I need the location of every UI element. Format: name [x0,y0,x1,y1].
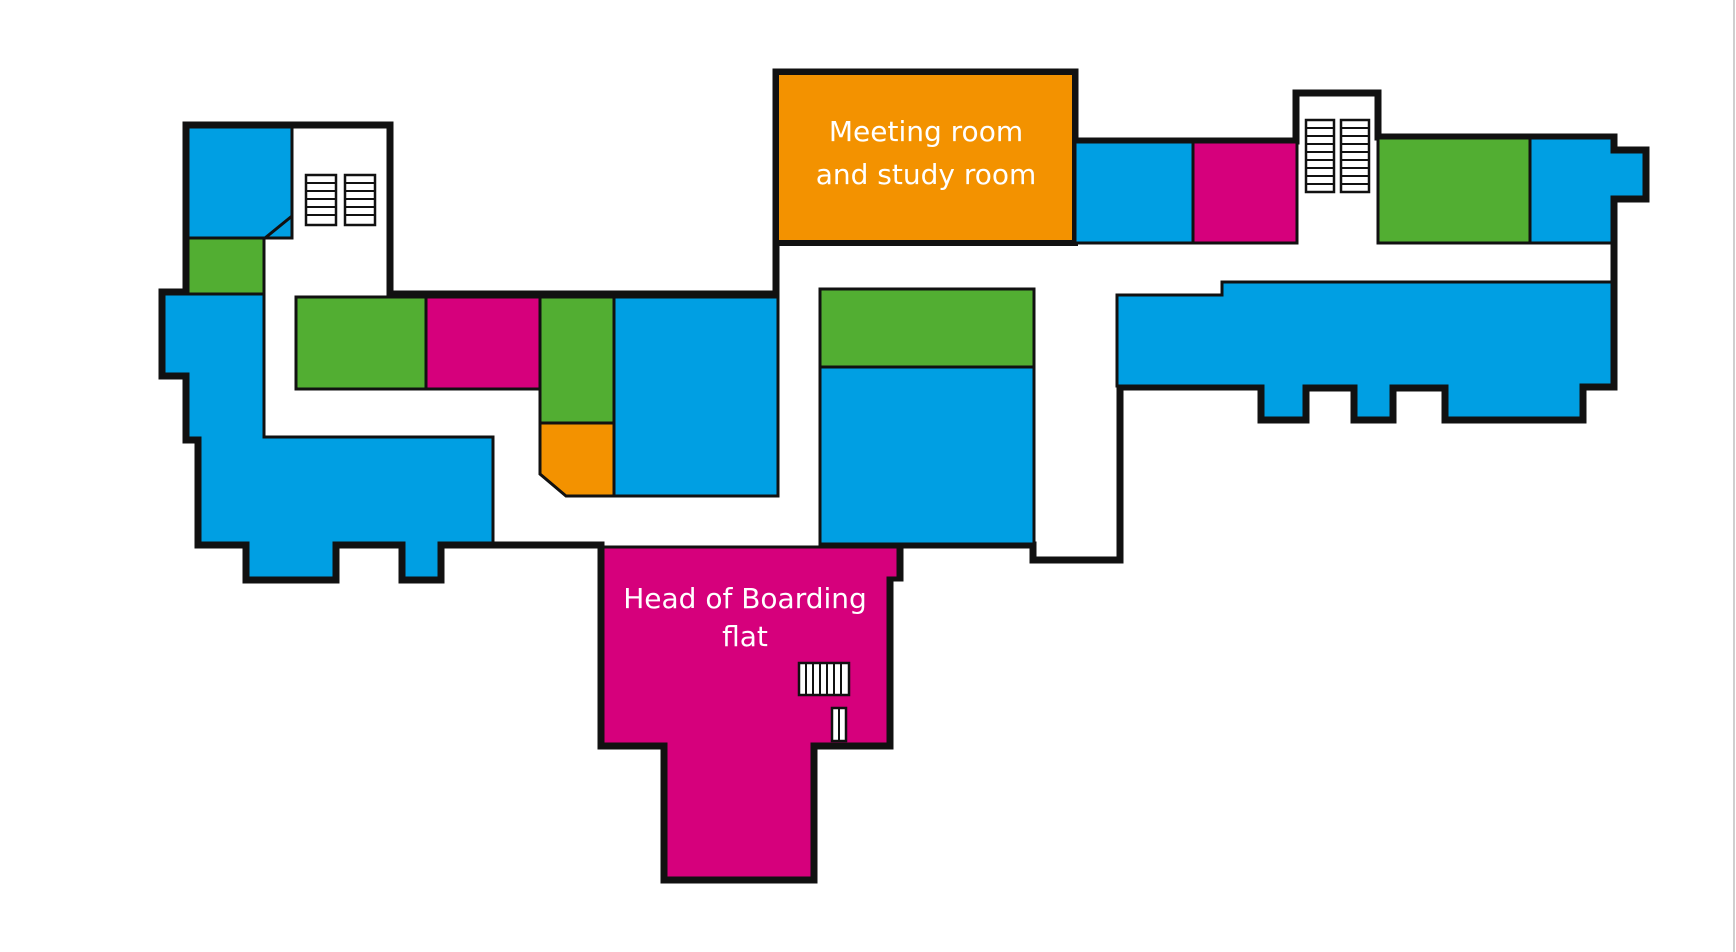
room-magenta-middle [424,295,542,391]
meeting-room-label-line2: and study room [816,158,1037,191]
room-blue-nw-corner [186,125,294,240]
stairs-icon [304,173,377,227]
room-green-nw [186,236,266,296]
room-blue-central [818,365,1036,546]
room-green-middle-1 [294,295,428,391]
room-green-ne [1376,136,1532,245]
room-blue-west [162,292,495,580]
stairs-icon [797,661,851,743]
head-flat-label-line1: Head of Boarding [623,582,867,615]
room-magenta-ne [1191,140,1299,245]
head-flat-label-line2: flat [722,620,768,653]
room-orange-small [538,421,616,498]
room-green-middle-2 [538,295,616,425]
room-blue-middle [612,295,780,498]
room-blue-ne-1 [1073,140,1195,245]
head-of-boarding-flat [601,545,900,880]
stairs-icon [1304,118,1371,194]
meeting-room-label-line1: Meeting room [829,115,1023,148]
room-green-central [818,287,1036,369]
room-blue-ne-2 [1528,136,1646,245]
room-blue-east [1115,280,1614,420]
